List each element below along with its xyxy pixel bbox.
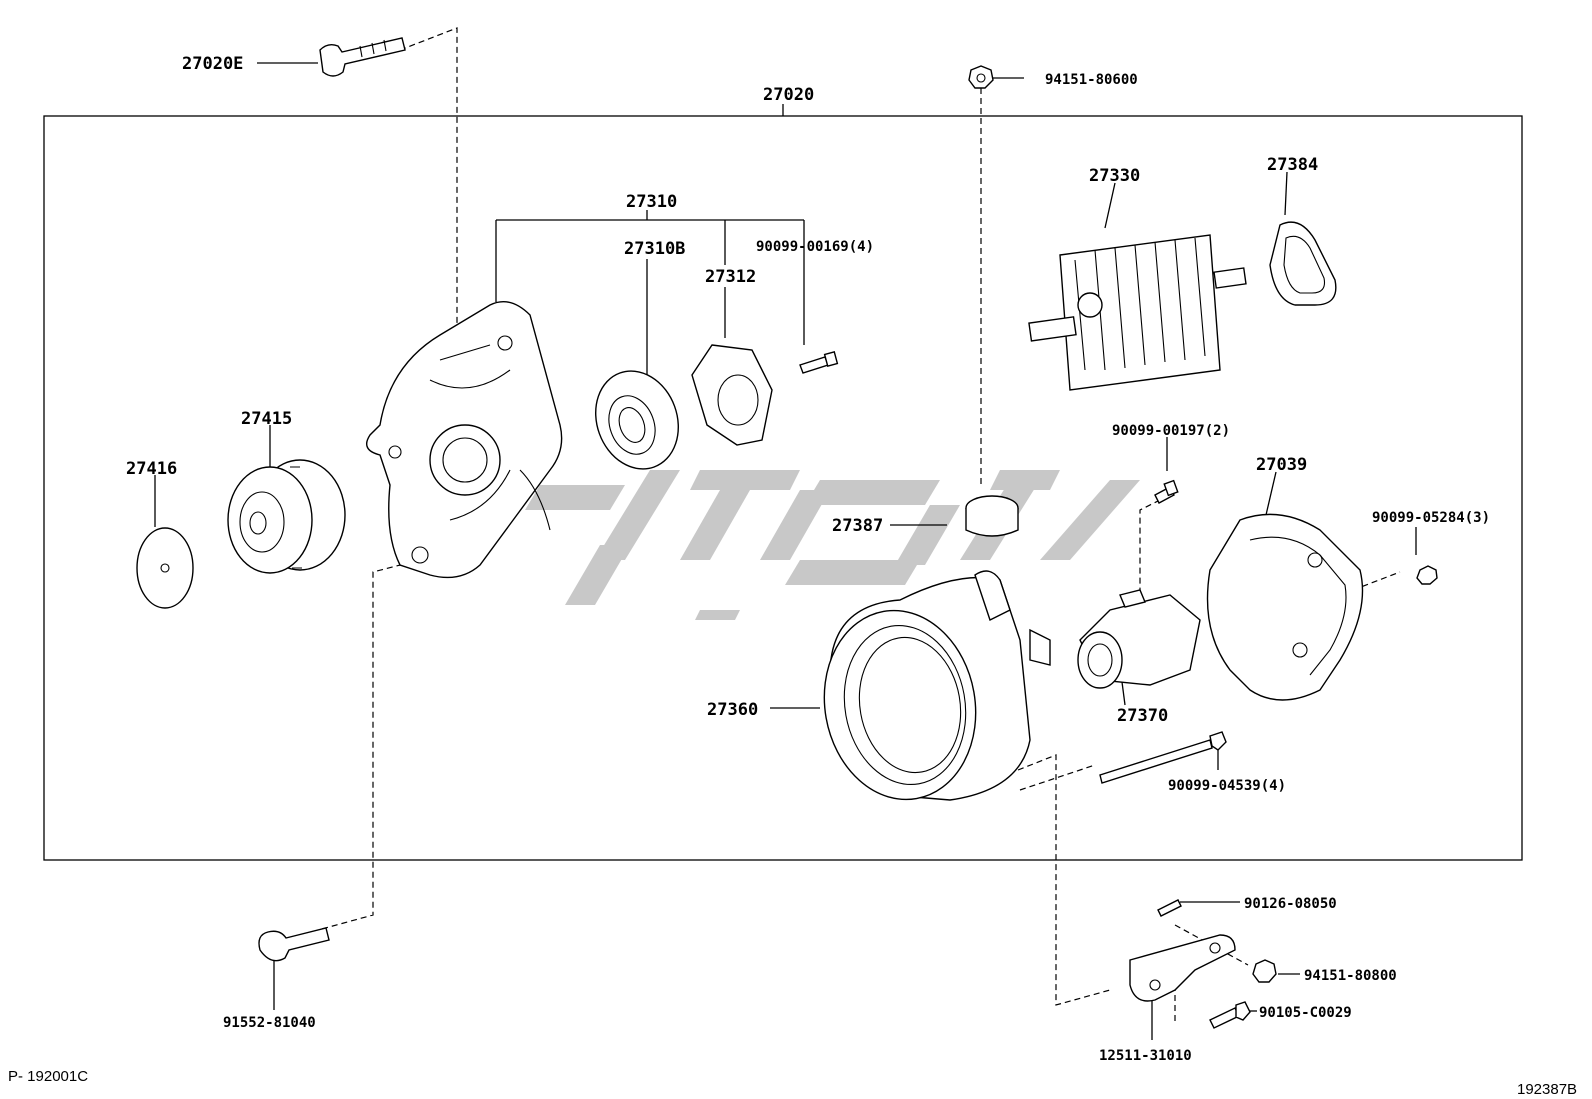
pulley-icon [227,459,346,574]
label-27384: 27384 [1267,155,1318,175]
label-90105-c0029: 90105-C0029 [1259,1005,1352,1021]
figure-reference-right: 192387B [1517,1081,1577,1098]
watermark-logo [525,470,1140,620]
nut-icon [968,65,994,89]
assembly-dashed-lines [317,27,1401,1025]
bolt-icon [319,37,406,77]
nut-icon [1252,959,1277,983]
label-27020: 27020 [763,85,814,105]
through-bolt-icon [1099,731,1227,784]
label-94151-80600: 94151-80600 [1045,72,1138,88]
label-90099-05284: 90099-05284(3) [1372,510,1490,526]
brush-holder-icon [1077,589,1201,689]
part-labels: 27020E 27020 94151-80600 27310 27310B 90… [126,54,1490,1064]
label-90099-00197: 90099-00197(2) [1112,423,1230,439]
drive-end-frame-icon [366,301,563,579]
label-27416: 27416 [126,459,177,479]
label-90099-04539: 90099-04539(4) [1168,778,1286,794]
leader-lines [154,62,1417,1040]
label-91552-81040: 91552-81040 [223,1015,316,1031]
bearing-icon [595,370,679,470]
label-27370: 27370 [1117,706,1168,726]
bolt-icon [1209,1001,1251,1029]
label-27020e: 27020E [182,54,243,74]
label-27387: 27387 [832,516,883,536]
nut-icon [1416,565,1438,585]
label-12511-31010: 12511-31010 [1099,1048,1192,1064]
label-27330: 27330 [1089,166,1140,186]
screw-icon [799,351,839,374]
stud-icon [1157,899,1182,917]
label-90099-00169: 90099-00169(4) [756,239,874,255]
label-94151-80800: 94151-80800 [1304,968,1397,984]
terminal-insulator-icon [965,495,1019,537]
rear-end-cover-icon [1206,513,1364,701]
figure-reference-left: P- 192001C [8,1068,88,1085]
label-27310: 27310 [626,192,677,212]
rotor-icon [1028,234,1247,391]
retainer-plate-icon [691,344,773,446]
stator-frame-icon [823,570,1051,801]
pulley-cap-icon [136,527,194,609]
label-27360: 27360 [707,700,758,720]
label-27310b: 27310B [624,239,685,259]
screw-icon [1154,479,1179,504]
bracket-icon [1129,934,1236,1002]
label-27312: 27312 [705,267,756,287]
label-90126-08050: 90126-08050 [1244,896,1337,912]
insulator-ring-icon [1269,221,1337,306]
label-27415: 27415 [241,409,292,429]
label-27039: 27039 [1256,455,1307,475]
bolt-icon [258,927,330,962]
